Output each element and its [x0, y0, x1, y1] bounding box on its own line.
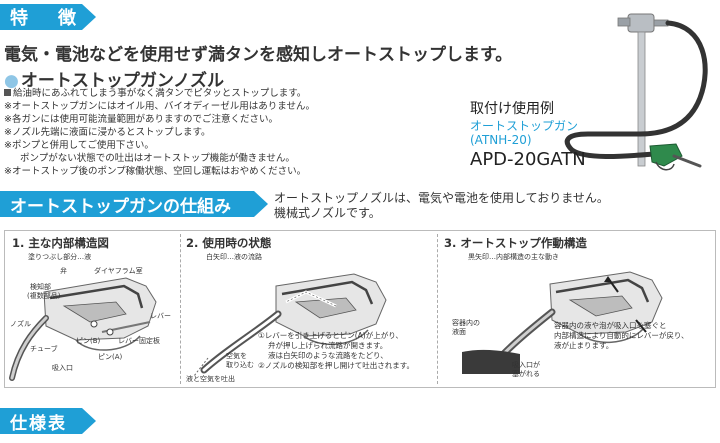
photo-model: APD-20GATN	[470, 149, 586, 170]
panel-2-air-line1: 空気を	[226, 352, 247, 360]
features-notes: 給油時にあふれてしまう事がなく満タンでピタッとストップします。 ※オートストップ…	[4, 87, 422, 178]
panel-3-intake-line1: 吸入口が	[512, 361, 540, 369]
note-line: ※ノズル先端に液面に浸かるとストップします。	[4, 127, 211, 138]
panel-divider	[180, 234, 181, 384]
mechanism-description-line1: オートストップノズルは、電気や電池を使用しておりません。	[274, 191, 609, 205]
panel-3-gun-auto-stop	[462, 271, 663, 374]
photo-gun-label: オートストップガン (ATNH-20)	[470, 119, 578, 147]
photo-gun-label-line1: オートストップガン	[470, 119, 579, 133]
note-line: ※ポンプと併用してご使用下さい。	[4, 140, 154, 151]
panel-2-bottom-label: 液と空気を吐出	[186, 375, 235, 383]
panel-3-desc-line3: 液が止まります。	[554, 341, 614, 350]
panel-3-desc-line2: 内部構造により自動的にレバーが戻り、	[554, 331, 689, 340]
panel-1-title: 1. 主な内部構造図	[12, 236, 109, 250]
section-mechanism-title: オートストップガンの仕組み	[0, 191, 268, 217]
label-pin-a: ピン(A)	[98, 353, 123, 361]
product-photo-pump-with-gun	[564, 13, 708, 171]
note-line: ※各ガンには使用可能流量範囲がありますのでご注意ください。	[4, 114, 278, 125]
photo-gun-label-line2: (ATNH-20)	[470, 133, 532, 147]
mechanism-diagram-frame	[4, 230, 716, 388]
panel-3-desc-line1: 容器内の液や泡が吸入口を塞ぐと	[554, 321, 667, 330]
features-subhead: ●オートストップガンノズル	[4, 66, 224, 91]
section-specs-title: 仕様表	[0, 408, 96, 434]
square-bullet-icon	[4, 89, 11, 96]
label-lever: レバー	[150, 312, 171, 320]
label-valve: 弁	[60, 267, 67, 275]
panel-1-legend: 塗りつぶし部分…液	[28, 253, 92, 261]
panel-1-gun-cross-section	[9, 277, 157, 381]
note-line: ※オートストップガンにはオイル用、バイオディーゼル用はありません。	[4, 101, 316, 112]
panel-2-title: 2. 使用時の状態	[186, 236, 272, 250]
bullet-dot-icon: ●	[4, 71, 19, 91]
photo-title: 取付け使用例	[470, 101, 554, 117]
panel-3-legend: 黒矢印…内部構造の主な動き	[468, 253, 559, 261]
label-sensor-line1: 検知部	[30, 283, 51, 291]
panel-2-step1-line1: ①レバーを引き上げるとピン(A)が上がり、	[258, 331, 403, 340]
features-headline: 電気・電池などを使用せず満タンを感知しオートストップします。	[4, 45, 513, 65]
mechanism-description-line2: 機械式ノズルです。	[274, 206, 381, 220]
label-diaphragm: ダイヤフラム室	[94, 267, 143, 275]
panel-3-intake-line2: 塞がれる	[512, 370, 540, 378]
features-subhead-text: オートストップガンノズル	[20, 71, 224, 91]
panel-divider	[437, 234, 438, 384]
note-line: ※オートストップ後のポンプ稼働状態、空回し運転はおやめください。	[4, 166, 307, 177]
label-pin-b: ピン(B)	[76, 337, 101, 345]
panel-2-step1-line2: 弁が押し上げられ流路が開きます。	[268, 341, 388, 350]
label-tube: チューブ	[30, 345, 58, 353]
note-line: ポンプがない状態での吐出はオートストップ機能が働きません。	[20, 153, 295, 164]
section-features-title: 特 徴	[0, 4, 96, 30]
mechanism-description: オートストップノズルは、電気や電池を使用しておりません。 機械式ノズルです。	[274, 191, 609, 221]
panel-2-gun-in-use	[193, 273, 387, 377]
panel-3-surface-line2: 液面	[452, 328, 466, 336]
panel-2-air-line2: 取り込む	[226, 361, 254, 369]
note-line: 給油時にあふれてしまう事がなく満タンでピタッとストップします。	[4, 87, 422, 100]
label-intake: 吸入口	[52, 364, 73, 372]
panel-3-title: 3. オートストップ作動構造	[444, 236, 587, 250]
label-sensor-line2: (複数部品)	[27, 292, 61, 300]
label-lever-plate: レバー固定板	[118, 337, 160, 345]
panel-2-step1-line3: 液は白矢印のような流路をたどり、	[268, 351, 388, 360]
panel-2-legend: 白矢印…液の流路	[206, 253, 262, 261]
panel-2-step2: ②ノズルの検知部を押し開けて吐出されます。	[258, 361, 414, 370]
panel-3-surface-line1: 容器内の	[452, 319, 480, 327]
label-nozzle: ノズル	[10, 320, 31, 328]
